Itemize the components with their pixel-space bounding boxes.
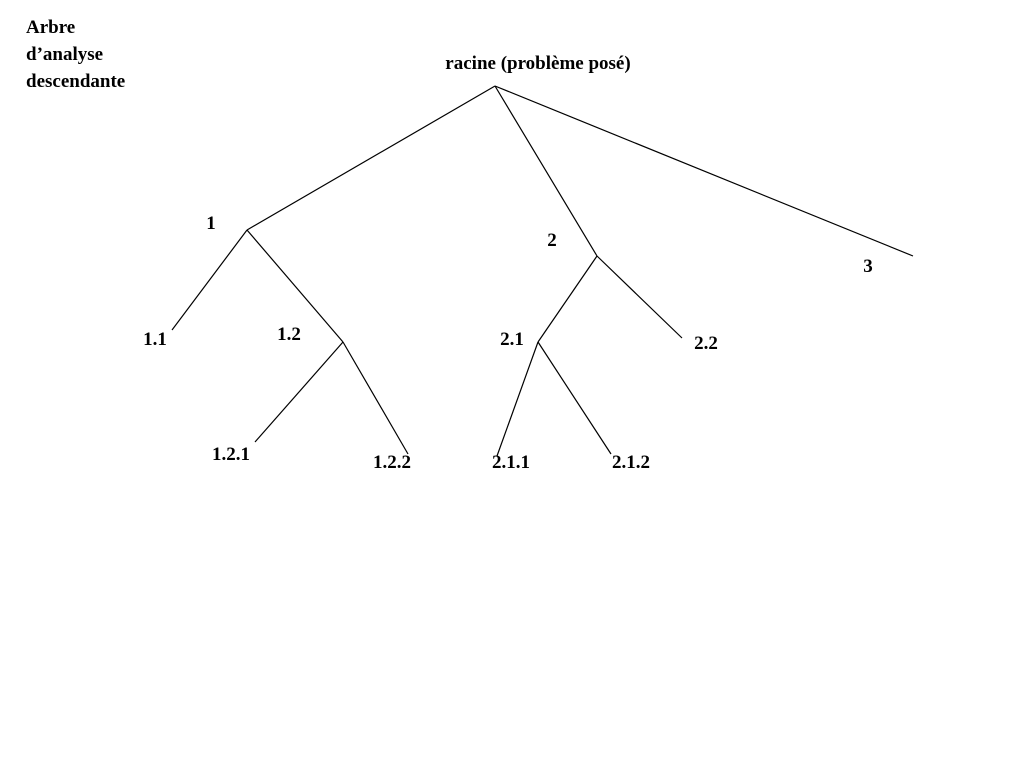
edge-n2_1-n2_1_2: [537, 341, 612, 455]
edge-root-n2: [494, 85, 598, 257]
node-label-n1_2_2: 1.2.2: [373, 452, 411, 473]
edge-n2_1-n2_1_1: [496, 341, 539, 457]
edge-n1-n1_1: [171, 229, 248, 331]
node-label-n1_2: 1.2: [277, 324, 301, 345]
edge-n2-n2_2: [596, 255, 683, 339]
node-label-n1_1: 1.1: [143, 329, 167, 350]
node-label-n2: 2: [547, 230, 557, 251]
node-label-n1: 1: [206, 213, 216, 234]
tree-labels: racine (problème posé) 1 2 3 1.1 1.2 1.2.1 1.2.…: [143, 53, 873, 473]
node-label-n2_1_1: 2.1.1: [492, 452, 530, 473]
tree-edges: [171, 85, 914, 457]
edge-n1_2-n1_2_2: [342, 341, 409, 455]
node-label-n2_1_2: 2.1.2: [612, 452, 650, 473]
node-label-n1_2_1: 1.2.1: [212, 444, 250, 465]
diagram-title: Arbre d’analyse descendante: [26, 14, 125, 95]
edge-root-n1: [246, 85, 496, 231]
edge-root-n3: [494, 85, 914, 257]
edge-n1_2-n1_2_1: [254, 341, 344, 443]
title-line-1: Arbre: [26, 17, 76, 38]
edge-n2-n2_1: [537, 255, 598, 343]
title-line-2: d’analyse: [26, 44, 104, 65]
edge-n1-n1_2: [246, 229, 344, 343]
node-label-n3: 3: [863, 256, 873, 277]
title-line-3: descendante: [26, 71, 126, 92]
node-label-n2_1: 2.1: [500, 329, 524, 350]
node-label-root: racine (problème posé): [445, 53, 630, 74]
node-label-n2_2: 2.2: [694, 333, 718, 354]
